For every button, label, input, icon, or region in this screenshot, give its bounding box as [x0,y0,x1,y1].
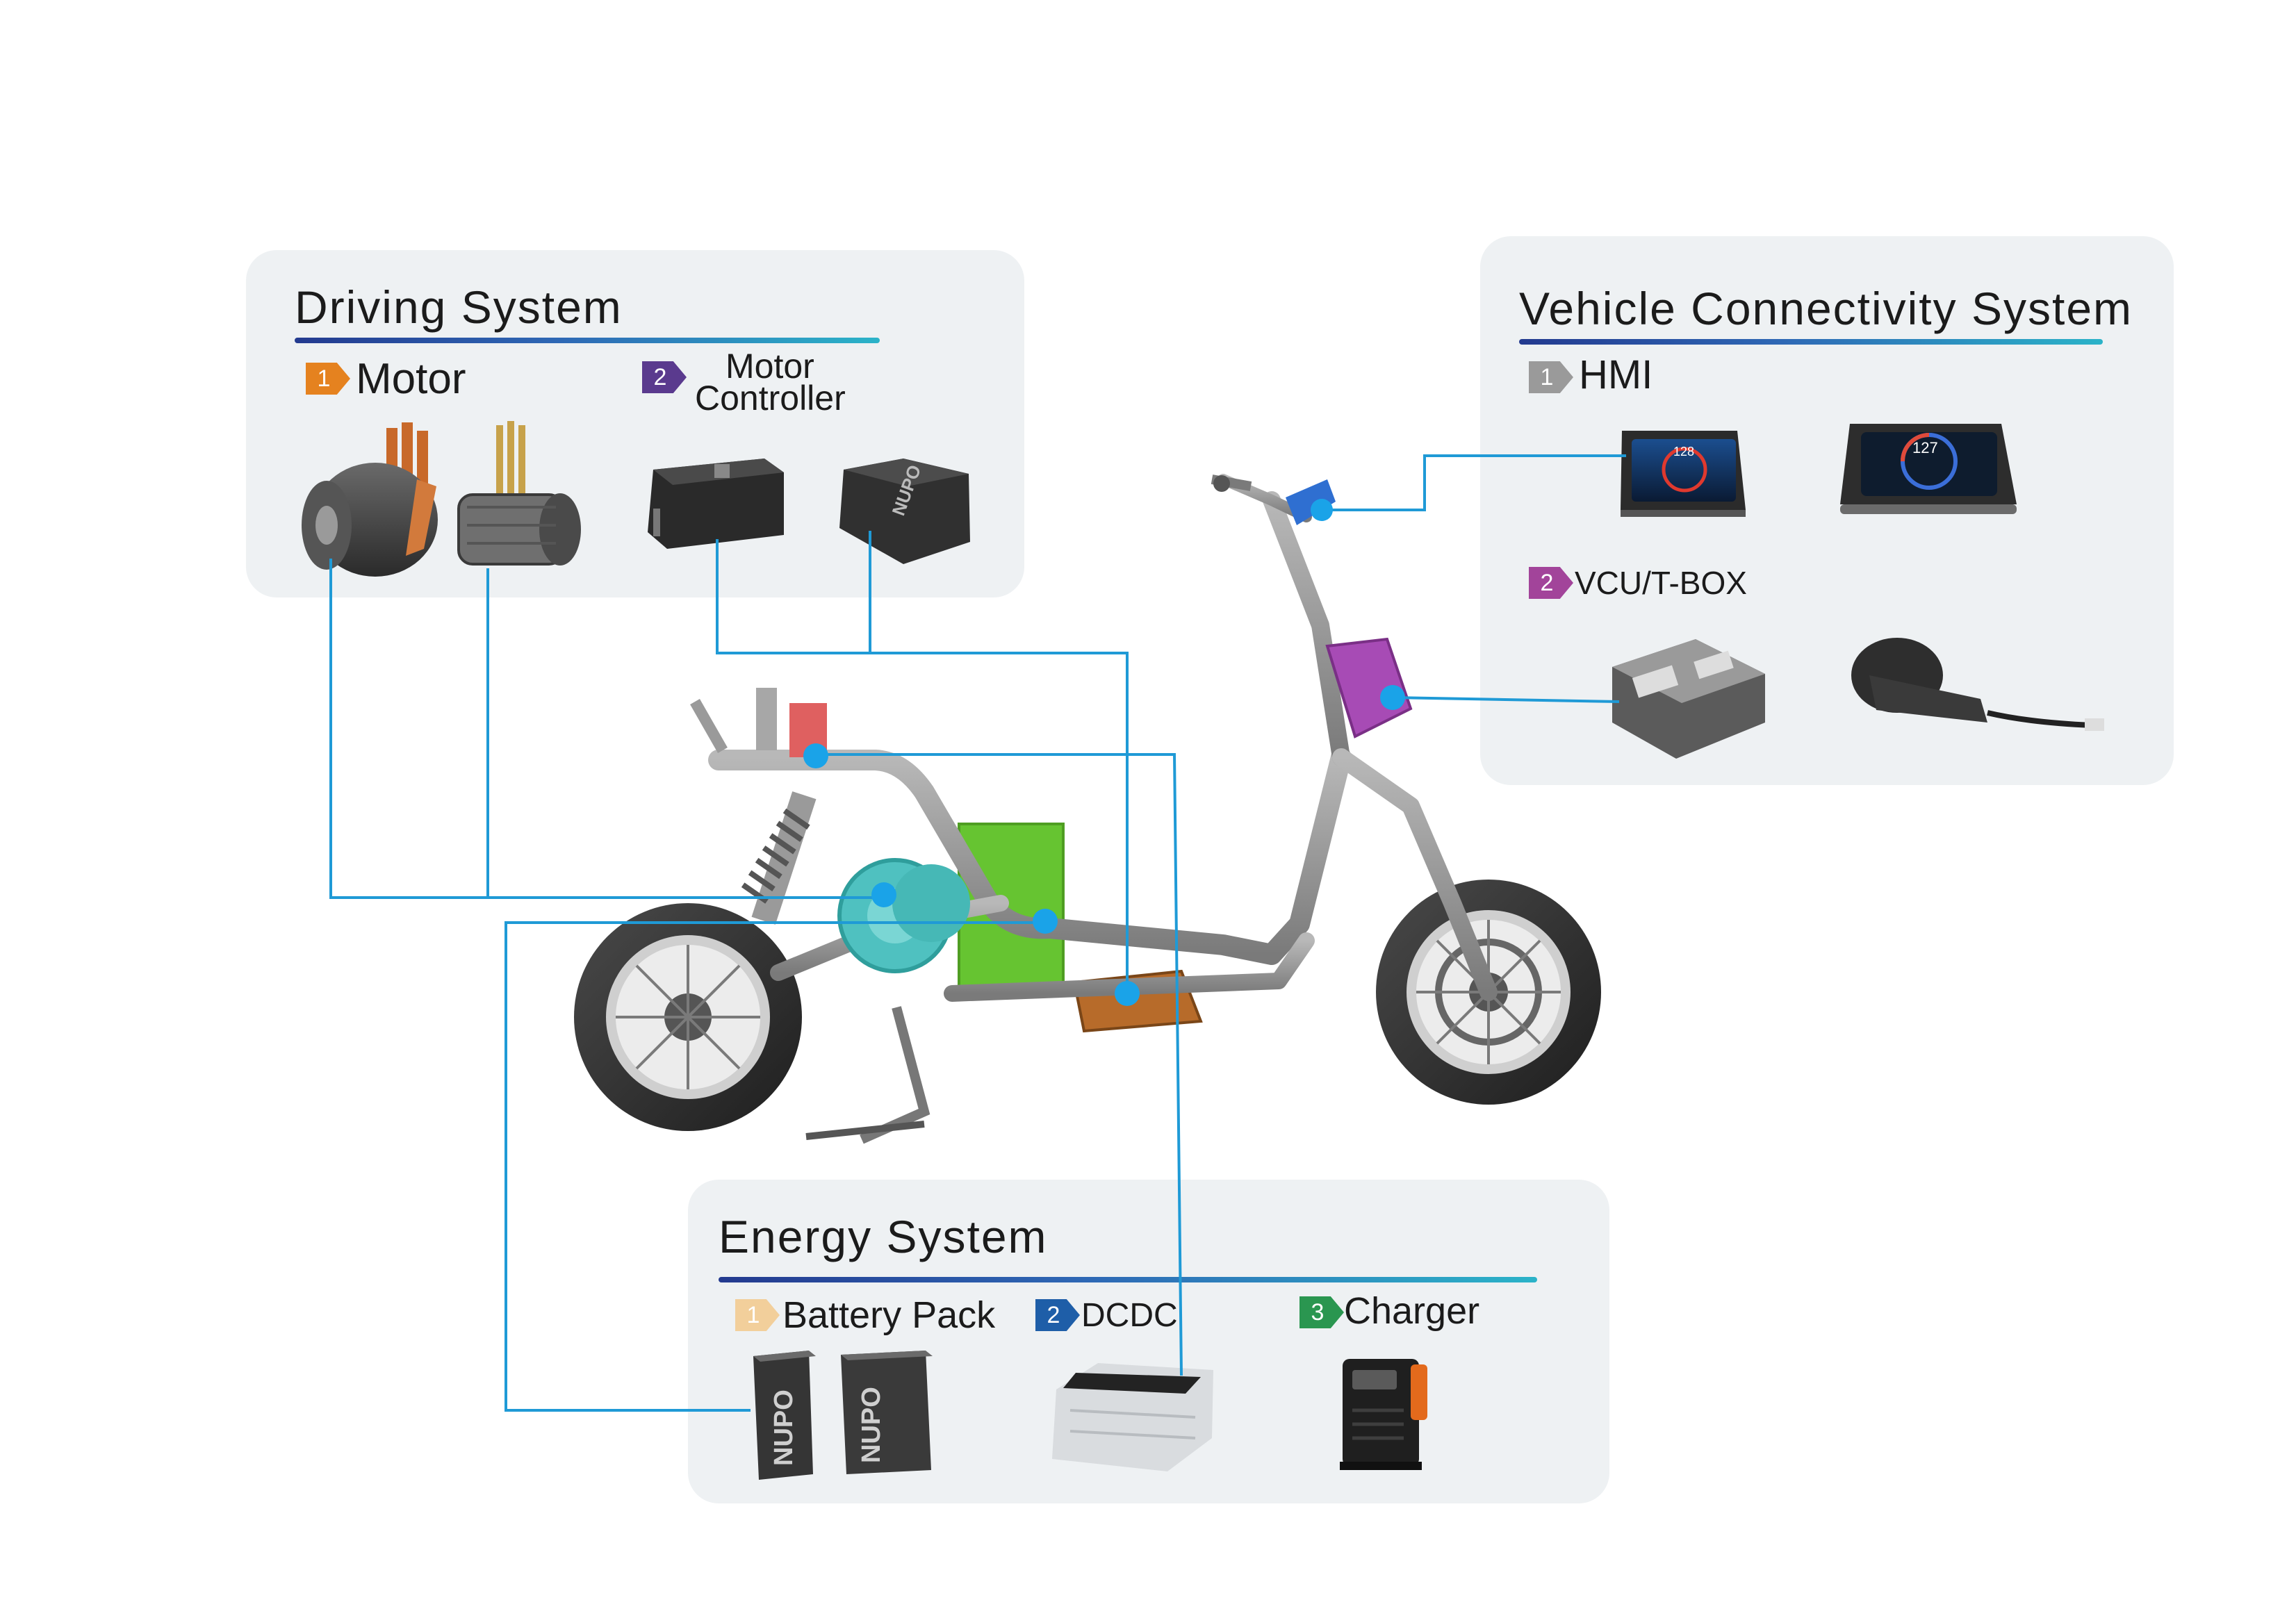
motor-image-2 [457,421,581,566]
dot-hmi [1311,499,1333,521]
dot-dcdc [803,743,828,768]
dot-controller [1115,981,1140,1006]
driving-system-title: Driving System [295,281,623,333]
motor-controller-label-line1: Motor [725,347,814,386]
hmi-speed-readout-1: 128 [1673,445,1694,459]
rear-shock [741,791,817,925]
scooter-frame [708,474,1498,1002]
motor-image-1 [302,422,438,577]
vcu-image [1612,639,1765,759]
motor-controller-image-1 [648,459,784,549]
energy-system-title: Energy System [719,1211,1048,1262]
scooter-illustration [574,474,1601,1144]
tbox-image [1851,638,2104,731]
dot-motor [871,882,896,907]
rear-wheel [574,903,802,1131]
connection-dots [803,499,1405,1006]
vehicle-connectivity-title: Vehicle Connectivity System [1519,283,2133,334]
nupo-mark-battery-2: NUPO [857,1387,886,1463]
dot-vcu [1380,685,1405,710]
dcdc-label: DCDC [1081,1297,1178,1334]
dot-battery [1033,909,1058,934]
motor-label: Motor [356,355,466,403]
dcdc-image [1052,1363,1213,1471]
battery-pack-image-1: NUPO [753,1351,816,1480]
vehicle-connectivity-underline [1519,339,2103,345]
connector-vcu [1392,696,1620,703]
hmi-display-image-2: 127 [1840,424,2017,514]
motor-controller-image-2: NUPO [839,459,970,564]
hmi-speed-readout-2: 127 [1912,439,1938,456]
connector-hmi [1322,454,1626,511]
connector-controller-1 [716,539,1129,993]
hmi-display-image-1: 128 [1621,431,1746,517]
charger-image [1340,1359,1427,1470]
battery-pack-label: Battery Pack [782,1294,996,1336]
vcu-on-scooter [1325,637,1413,739]
hmi-label: HMI [1579,352,1653,397]
energy-system-underline [719,1277,1537,1282]
charger-label: Charger [1344,1290,1480,1332]
hub-motor [837,858,970,973]
nupo-mark-battery-1: NUPO [769,1389,798,1466]
motor-controller-label-line2: Controller [695,379,846,418]
vcu-tbox-label: VCU/T-BOX [1575,565,1747,601]
connector-lines [329,454,1626,1412]
connector-motor-1 [329,559,881,899]
connector-dcdc [816,753,1183,1376]
vehicle-connectivity-panel [1480,236,2174,785]
driving-system-underline [295,338,880,343]
battery-pack-image-2: NUPO [841,1351,933,1474]
connector-battery-pack [505,921,1044,1412]
hmi-on-scooter [1286,479,1336,525]
